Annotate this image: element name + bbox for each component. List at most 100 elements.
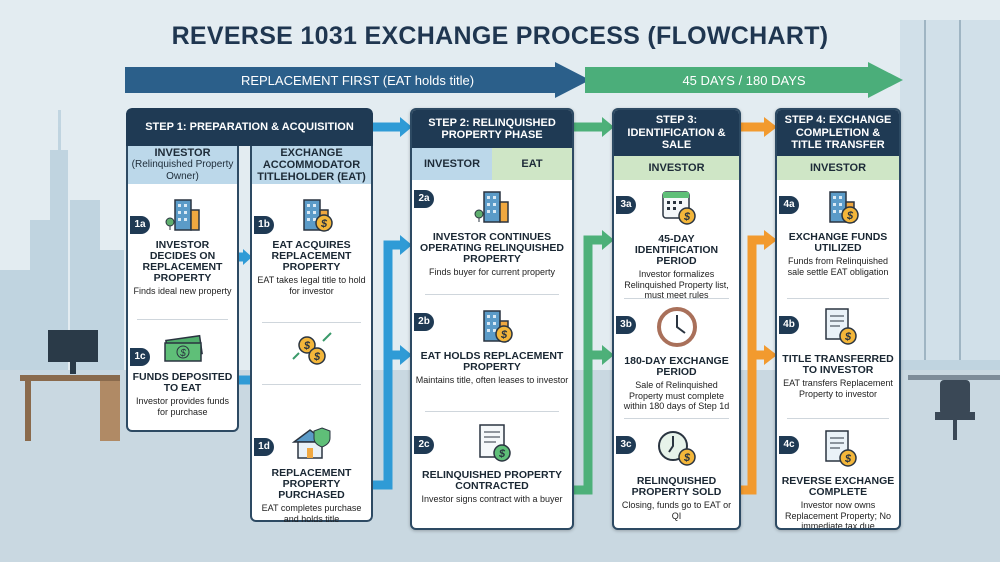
step-1-panel: STEP 1: PREPARATION & ACQUISITION INVEST… xyxy=(126,108,373,522)
divider xyxy=(786,298,890,299)
step-desc: EAT completes purchase and holds title xyxy=(261,503,362,522)
step-desc: Funds from Relinquished sale settle EAT … xyxy=(787,256,889,277)
step-title: EAT ACQUIRES REPLACEMENT PROPERTY xyxy=(271,239,352,273)
eat-column: EXCHANGE ACCOMMODATOR TITLEHOLDER (EAT) … xyxy=(250,146,373,522)
divider xyxy=(624,418,729,419)
step-badge: 1b xyxy=(254,216,274,234)
step-title: EAT HOLDS REPLACEMENT PROPERTY xyxy=(420,350,564,373)
svg-text:$: $ xyxy=(302,340,310,352)
building-dollar-icon: $ xyxy=(412,305,572,348)
svg-text:$: $ xyxy=(682,452,690,464)
step-desc: Investor formalizes Relinquished Propert… xyxy=(624,269,729,300)
svg-text:$: $ xyxy=(846,210,854,222)
step-2-title: STEP 2: RELINQUISHED PROPERTY PHASE xyxy=(412,110,572,148)
step-badge: 2c xyxy=(414,436,434,454)
step-4-panel: STEP 4: EXCHANGE COMPLETION & TITLE TRAN… xyxy=(775,108,901,530)
divider xyxy=(261,322,362,323)
step-title: INVESTOR CONTINUES OPERATING RELINQUISHE… xyxy=(420,231,564,265)
svg-text:$: $ xyxy=(682,211,690,223)
banner-replacement-first: REPLACEMENT FIRST (EAT holds title) xyxy=(125,62,590,98)
svg-text:$: $ xyxy=(312,351,320,363)
investor-column: INVESTOR(Relinquished Property Owner) 1a… xyxy=(126,146,239,432)
step-2-panel: STEP 2: RELINQUISHED PROPERTY PHASE INVE… xyxy=(410,108,574,530)
step-badge: 4b xyxy=(779,316,799,334)
svg-text:$: $ xyxy=(319,218,327,230)
step-title: RELINQUISHED PROPERTY CONTRACTED xyxy=(421,469,563,492)
building-dollar-icon: $ xyxy=(252,194,371,237)
step-badge: 4c xyxy=(779,436,799,454)
step-title: FUNDS DEPOSITED TO EAT xyxy=(132,371,233,394)
step-badge: 2a xyxy=(414,190,434,208)
clock-dollar-icon: $ xyxy=(614,428,739,473)
step-desc: Investor provides funds for purchase xyxy=(135,396,230,417)
step-badge: 4a xyxy=(779,196,799,214)
step-4-title: STEP 4: EXCHANGE COMPLETION & TITLE TRAN… xyxy=(777,110,899,156)
banner-left-label: REPLACEMENT FIRST (EAT holds title) xyxy=(240,72,475,88)
svg-text:$: $ xyxy=(498,448,506,460)
step-desc: Investor signs contract with a buyer xyxy=(421,494,563,504)
step-title: REVERSE EXCHANGE COMPLETE xyxy=(781,475,895,498)
svg-text:$: $ xyxy=(844,453,852,465)
step-2c: 2c $ RELINQUISHED PROPERTY CONTRACTED Inves… xyxy=(412,422,572,505)
house-shield-icon xyxy=(252,424,371,465)
step-desc: EAT transfers Replacement Property to in… xyxy=(783,378,893,399)
building-dollar-icon: $ xyxy=(777,186,899,229)
investor-role-header: INVESTOR(Relinquished Property Owner) xyxy=(128,146,237,184)
investor-role-header: INVESTOR xyxy=(412,148,492,180)
role-name: INVESTOR xyxy=(154,147,211,159)
calendar-icon: $ xyxy=(614,186,739,231)
svg-text:$: $ xyxy=(500,329,508,341)
step-desc: Investor now owns Replacement Property; … xyxy=(784,500,892,530)
eat-role-header: EAT xyxy=(492,148,572,180)
step-desc: Sale of Relinquished Property must compl… xyxy=(623,380,730,411)
blue-arrow-icon xyxy=(125,62,590,98)
step-title: EXCHANGE FUNDS UTILIZED xyxy=(788,231,888,254)
step-badge: 1a xyxy=(130,216,150,234)
page-title: REVERSE 1031 EXCHANGE PROCESS (FLOWCHART… xyxy=(171,22,829,50)
step-badge: 1c xyxy=(130,348,150,366)
investor-role-header: INVESTOR xyxy=(777,156,899,180)
step-3-panel: STEP 3: IDENTIFICATION & SALE INVESTOR 3… xyxy=(612,108,741,530)
step-desc: Finds ideal new property xyxy=(133,286,232,296)
divider xyxy=(624,298,729,299)
green-arrow-icon xyxy=(585,62,903,98)
step-title: RELINQUISHED PROPERTY SOLD xyxy=(631,475,722,498)
building-icon xyxy=(128,194,237,237)
step-title: INVESTOR DECIDES ON REPLACEMENT PROPERTY xyxy=(142,239,223,284)
cash-icon: $ xyxy=(128,334,237,369)
step-badge: 2b xyxy=(414,313,434,331)
divider xyxy=(424,294,560,295)
divider xyxy=(786,418,890,419)
banner-days: 45 DAYS / 180 DAYS xyxy=(585,62,903,98)
building-icon xyxy=(412,186,572,229)
banner-right-label: 45 DAYS / 180 DAYS xyxy=(682,72,806,88)
clock-icon xyxy=(614,306,739,353)
divider xyxy=(261,384,362,385)
coins-exchange-icon: $$ xyxy=(252,329,371,374)
investor-role-header: INVESTOR xyxy=(614,156,739,180)
step-badge: 3c xyxy=(616,436,636,454)
step-3-title: STEP 3: IDENTIFICATION & SALE xyxy=(614,110,739,156)
step-title: TITLE TRANSFERRED TO INVESTOR xyxy=(782,353,894,376)
role-note: (Relinquished Property Owner) xyxy=(131,159,234,182)
coin-exchange: $$ xyxy=(252,329,371,374)
step-desc: EAT takes legal title to hold for invest… xyxy=(257,275,366,296)
step-badge: 1d xyxy=(254,438,274,456)
svg-text:$: $ xyxy=(179,348,186,359)
step-title: 180-DAY EXCHANGE PERIOD xyxy=(624,355,729,378)
step-desc: Finds buyer for current property xyxy=(428,267,556,277)
step-desc: Closing, funds go to EAT or QI xyxy=(621,500,732,521)
svg-text:$: $ xyxy=(844,331,852,343)
divider xyxy=(136,319,229,320)
